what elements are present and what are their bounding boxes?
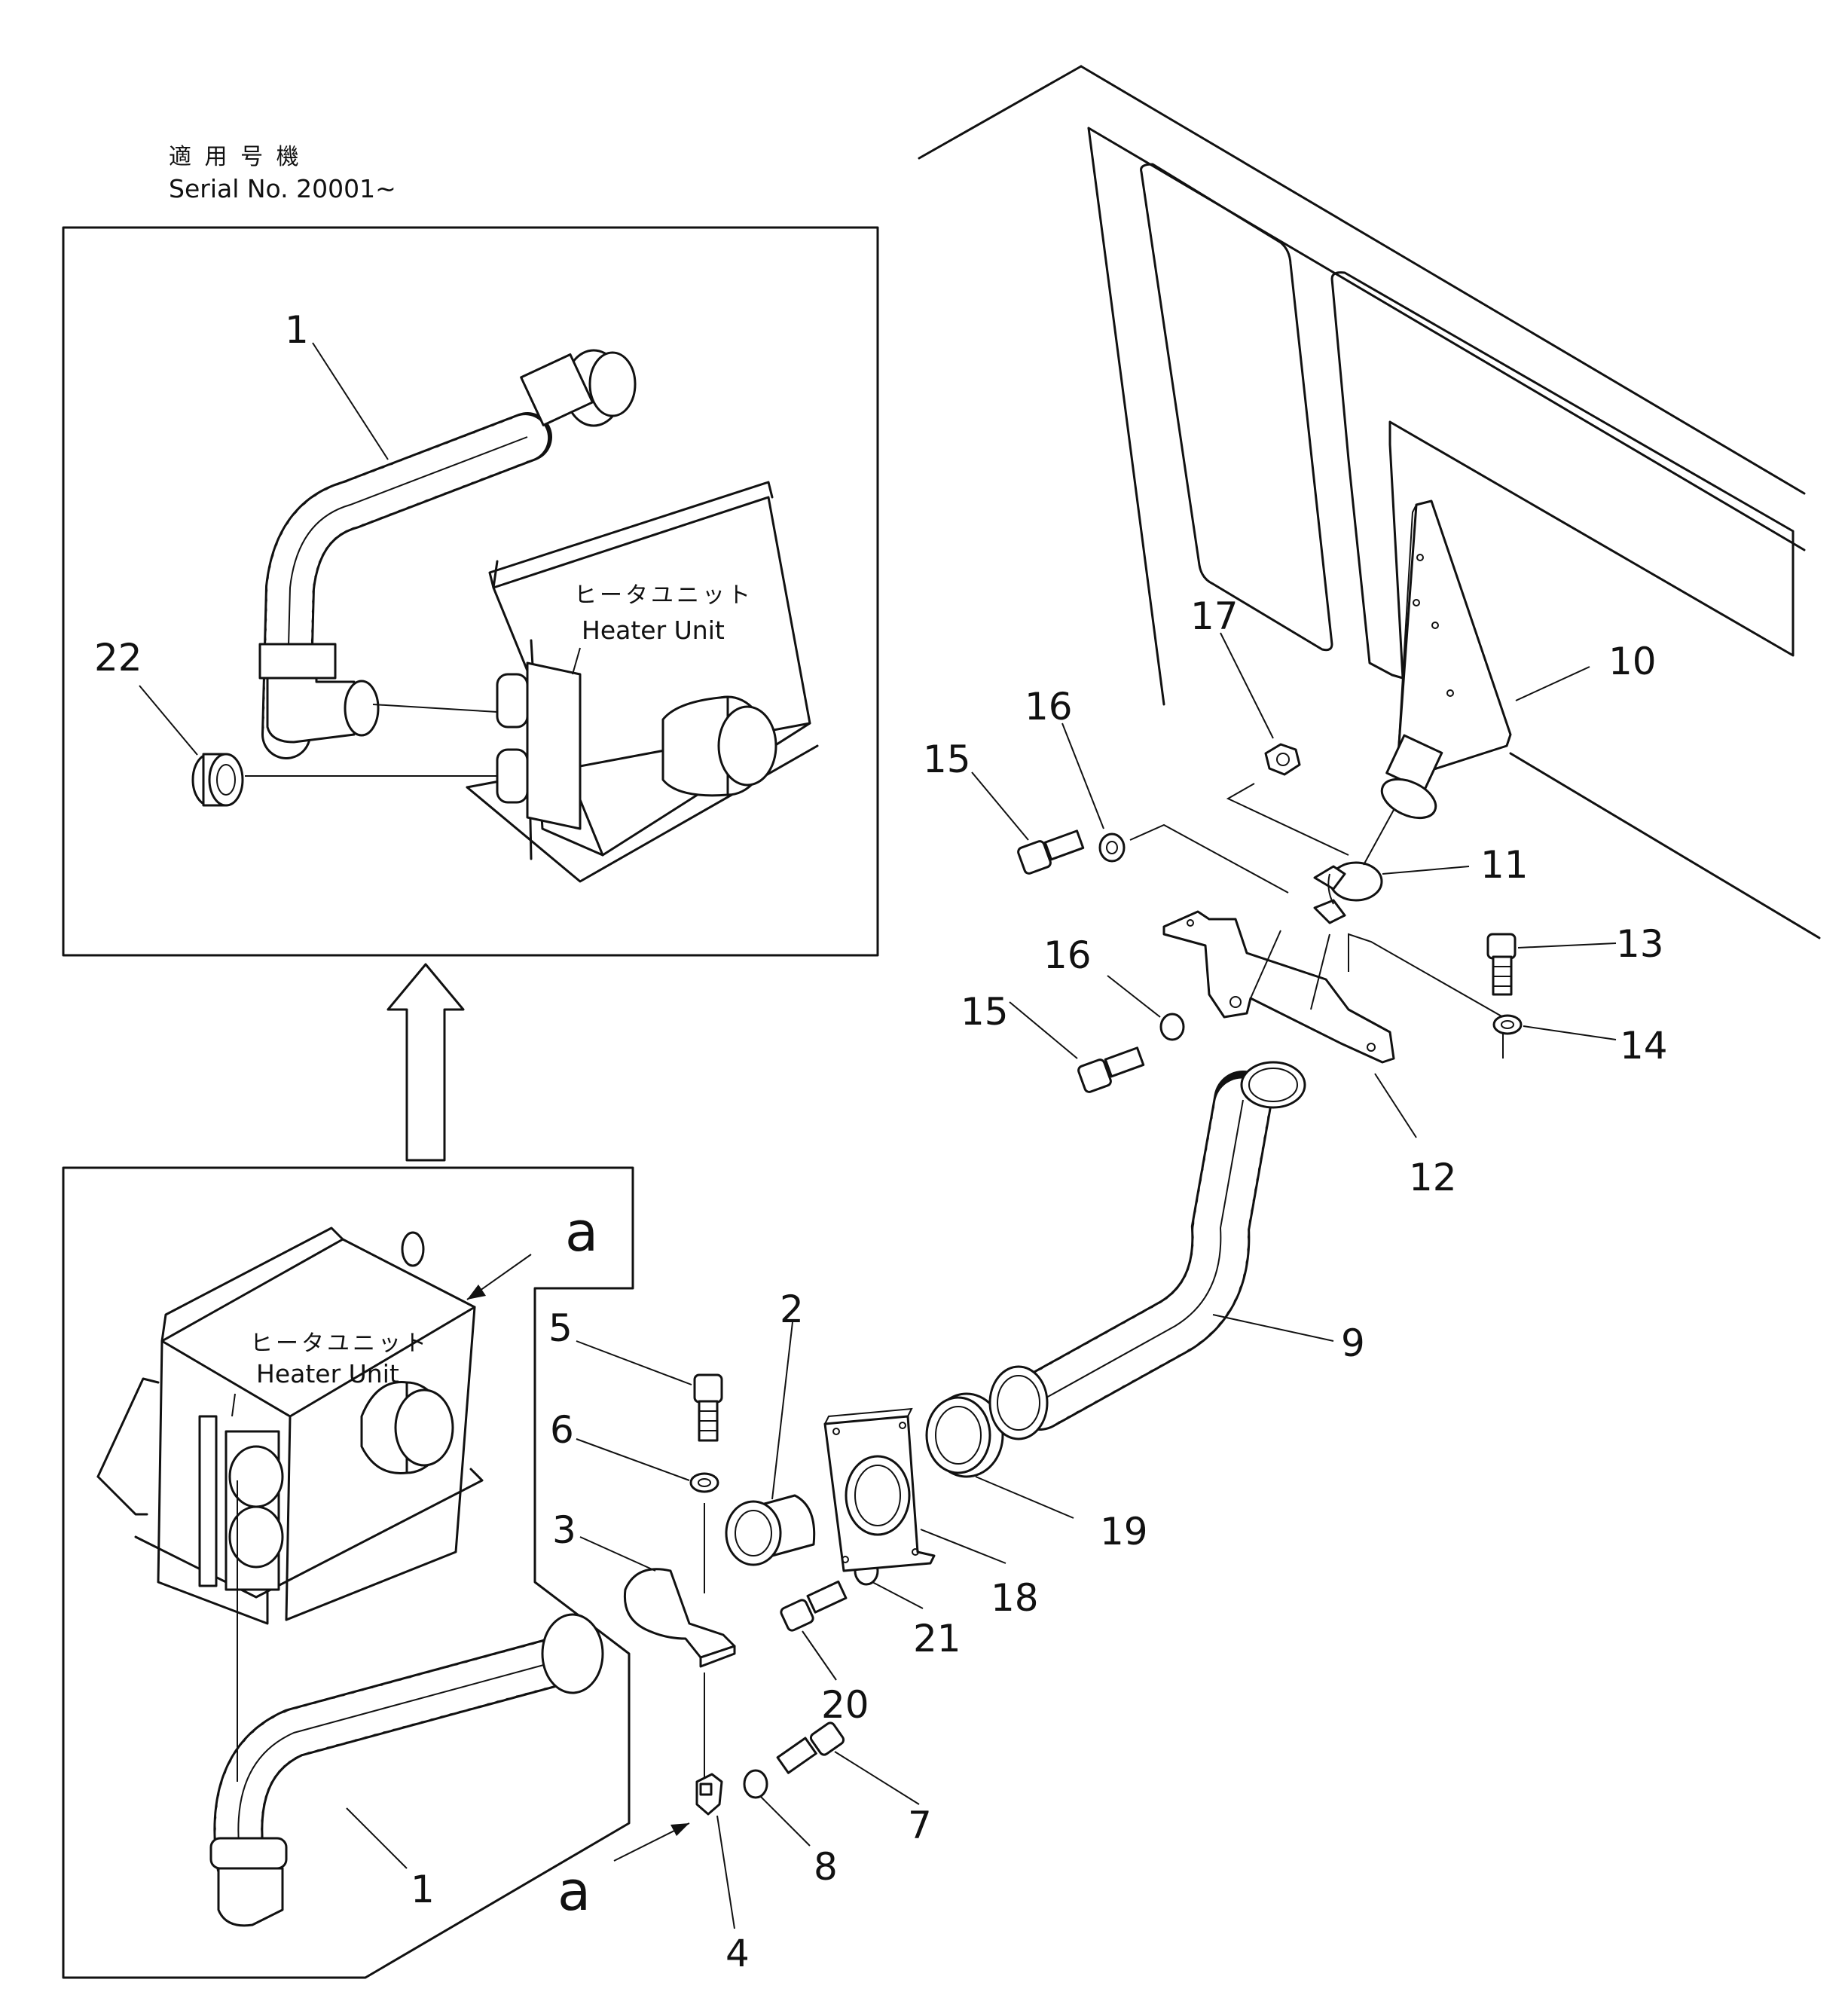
callout-11: 11 (1480, 843, 1529, 887)
callout-5: 5 (548, 1306, 573, 1350)
part-13-bolt (1486, 933, 1517, 996)
callout-16-upper: 16 (1025, 685, 1073, 729)
leader-15-lower (1009, 1001, 1078, 1059)
leader-9 (1212, 1314, 1334, 1342)
leader-15-upper (971, 771, 1029, 841)
heater-unit-inset: ヒータユニット Heater Unit (245, 481, 819, 883)
callout-15-upper: 15 (923, 738, 971, 781)
leader-16-upper (1061, 722, 1104, 829)
view-arrow (386, 963, 465, 1162)
leader-8 (760, 1796, 811, 1847)
leader-14 (1523, 1025, 1617, 1040)
callout-6: 6 (550, 1408, 574, 1452)
callout-22: 22 (94, 636, 142, 680)
heater-unit-english-lower: Heater Unit (256, 1359, 399, 1388)
inset-frame (62, 226, 879, 957)
callout-10: 10 (1608, 640, 1657, 683)
leader-2 (771, 1321, 793, 1500)
callout-9: 9 (1341, 1321, 1365, 1365)
part-8-washer (743, 1769, 768, 1799)
leader-1-lower (346, 1807, 408, 1869)
callout-8: 8 (814, 1845, 838, 1889)
callout-1-inset: 1 (285, 308, 309, 352)
callout-17: 17 (1190, 594, 1239, 638)
part-6-washer (689, 1472, 719, 1493)
leader-20 (802, 1630, 837, 1681)
callout-15-lower: 15 (961, 990, 1009, 1034)
heater-unit-english-inset: Heater Unit (582, 616, 725, 645)
part-1-hose-inset (258, 349, 637, 759)
part-17-nut (1264, 743, 1301, 776)
callout-16-lower: 16 (1043, 933, 1092, 977)
leader-7 (834, 1751, 920, 1805)
heater-unit-japanese-lower: ヒータユニット (250, 1330, 429, 1357)
part-3-clamp (623, 1568, 736, 1668)
leader-6 (576, 1438, 690, 1481)
leader-10 (1515, 666, 1590, 701)
leader-18 (920, 1529, 1006, 1564)
part-19-ring (925, 1392, 1004, 1478)
leader-5 (576, 1340, 692, 1385)
part-9-hose (988, 1061, 1306, 1440)
part-22-grommet (191, 753, 244, 807)
callout-21: 21 (913, 1617, 961, 1660)
heater-unit-lower: ヒータユニット Heater Unit (96, 1227, 484, 1625)
part-18-flange-plate (823, 1407, 936, 1572)
callout-20: 20 (821, 1683, 869, 1727)
part-20-bolt (780, 1580, 848, 1632)
leader-19 (975, 1476, 1074, 1519)
part-12-bracket (1162, 910, 1395, 1064)
callout-12: 12 (1409, 1156, 1457, 1199)
serial-japanese-label: 適 用 号 機 (169, 144, 302, 170)
leader-17-path (1226, 783, 1349, 856)
leader-17 (1220, 632, 1274, 739)
part-7-bolt (776, 1721, 845, 1774)
leader-12 (1374, 1073, 1417, 1138)
part-15-bolt-upper (1017, 829, 1085, 875)
callout-14: 14 (1620, 1024, 1668, 1068)
callout-7: 7 (908, 1804, 932, 1847)
callout-13: 13 (1616, 922, 1664, 966)
part-4-clip (695, 1773, 723, 1816)
leader-11 (1382, 866, 1470, 875)
serial-header: 適 用 号 機 Serial No. 20001~ (169, 144, 396, 203)
view-marker-a-top: a (565, 1200, 598, 1263)
part-2-adapter (725, 1494, 816, 1566)
callout-2: 2 (780, 1288, 804, 1331)
part-15-bolt-lower (1077, 1046, 1145, 1093)
callout-1-lower: 1 (411, 1868, 435, 1911)
part-16-washer-upper (1098, 832, 1126, 863)
callout-18: 18 (991, 1576, 1039, 1620)
lower-left-frame (62, 1166, 634, 1979)
leader-16-lower (1107, 975, 1161, 1018)
callout-19: 19 (1100, 1510, 1148, 1553)
leader-4 (716, 1815, 735, 1929)
callout-3: 3 (552, 1508, 576, 1552)
part-14-washer (1492, 1014, 1523, 1035)
leader-3 (579, 1536, 656, 1572)
part-11-clamp (1313, 861, 1383, 924)
leader-1-inset (312, 342, 389, 460)
leader-13 (1517, 942, 1617, 949)
part-5-bolt (693, 1373, 723, 1442)
leader-22 (139, 685, 198, 756)
serial-number-label: Serial No. 20001~ (169, 174, 396, 203)
part-16-washer-lower (1159, 1013, 1185, 1041)
heater-unit-japanese-inset: ヒータユニット (574, 582, 753, 609)
leader-21 (872, 1581, 924, 1609)
callout-4: 4 (725, 1932, 750, 1975)
part-1-hose-lower (209, 1480, 604, 1927)
cab-outline (918, 65, 1821, 939)
view-marker-a-bottom: a (557, 1859, 591, 1923)
part-10-duct (1380, 499, 1512, 820)
